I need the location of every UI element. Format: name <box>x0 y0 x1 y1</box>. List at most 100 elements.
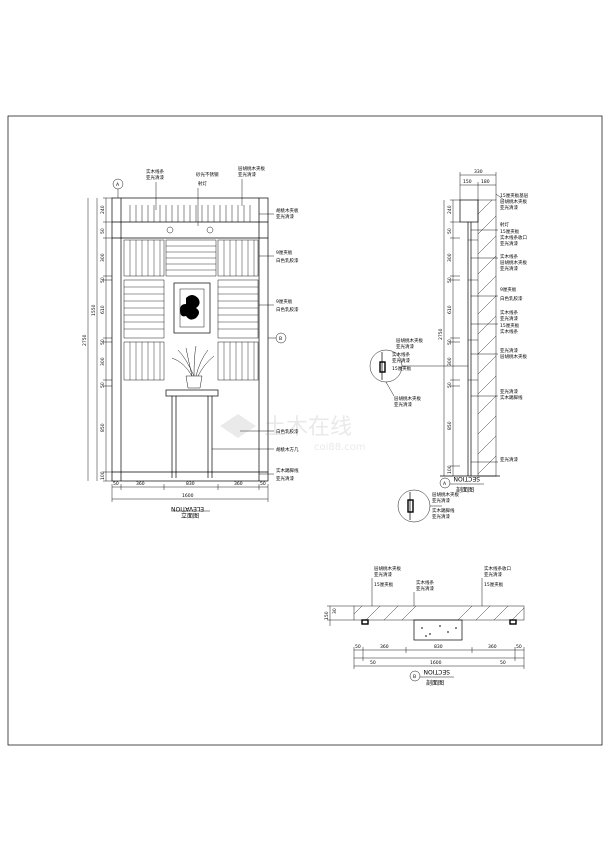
svg-text:亚光清漆: 亚光清漆 <box>500 456 518 463</box>
svg-text:实木踢脚线: 实木踢脚线 <box>500 394 523 401</box>
svg-text:射灯: 射灯 <box>500 221 509 228</box>
svg-text:亚光清漆: 亚光清漆 <box>146 174 164 181</box>
svg-text:剖面图: 剖面图 <box>456 486 474 494</box>
svg-text:100: 100 <box>447 465 453 474</box>
svg-text:亚光清漆: 亚光清漆 <box>500 347 518 354</box>
svg-text:层胡桃木夹板: 层胡桃木夹板 <box>238 165 265 172</box>
svg-text:15厘夹板: 15厘夹板 <box>392 365 412 372</box>
section-b-view: 150 30 层胡桃木夹板 亚光清漆 15厘夹板 实木线条 亚光清漆 实木线条收… <box>324 565 525 687</box>
svg-text:射灯: 射灯 <box>198 180 207 187</box>
svg-text:实木线条: 实木线条 <box>500 328 518 335</box>
svg-text:实木踢脚线: 实木踢脚线 <box>276 467 299 474</box>
svg-text:50: 50 <box>260 481 266 487</box>
artwork-frame <box>173 282 211 334</box>
svg-text:360: 360 <box>380 644 389 650</box>
svg-text:剖面图: 剖面图 <box>426 679 444 687</box>
louver-slats <box>124 240 258 380</box>
svg-text:亚光清漆: 亚光清漆 <box>500 204 518 211</box>
section-b-dims-bottom: 50 360 830 360 50 50 50 1600 <box>353 644 525 669</box>
svg-text:实木线条: 实木线条 <box>146 168 164 175</box>
svg-text:330: 330 <box>474 169 483 175</box>
svg-text:实木线条: 实木线条 <box>500 309 518 316</box>
top-band-lines <box>129 205 251 222</box>
svg-text:层胡桃木夹板: 层胡桃木夹板 <box>396 337 423 344</box>
svg-text:实木线条收口: 实木线条收口 <box>500 234 527 241</box>
svg-text:360: 360 <box>488 644 497 650</box>
artwork-mat <box>179 288 205 328</box>
svg-text:亚光清漆: 亚光清漆 <box>500 265 518 272</box>
svg-text:50: 50 <box>113 481 119 487</box>
artwork-flower <box>180 295 200 320</box>
section-a-view: 330 150 180 240 50 300 50 610 50 300 50 … <box>369 169 529 523</box>
svg-text:9厘夹板: 9厘夹板 <box>276 249 293 256</box>
svg-text:层胡桃木夹板: 层胡桃木夹板 <box>500 353 527 360</box>
section-b-callouts: 层胡桃木夹板 亚光清漆 15厘夹板 实木线条 亚光清漆 实木线条收口 亚光清漆 … <box>371 565 511 606</box>
svg-text:白色乳胶漆: 白色乳胶漆 <box>500 295 523 302</box>
svg-text:胡桃木夹板: 胡桃木夹板 <box>276 207 299 214</box>
svg-text:50: 50 <box>447 228 453 234</box>
svg-text:50: 50 <box>447 339 453 345</box>
svg-text:150: 150 <box>324 611 330 620</box>
spotlight-right <box>206 226 214 234</box>
svg-text:240: 240 <box>447 205 453 214</box>
svg-text:180: 180 <box>481 179 490 185</box>
wall-hatching <box>477 199 497 475</box>
svg-text:2750: 2750 <box>438 328 444 340</box>
svg-text:300: 300 <box>447 253 453 262</box>
svg-text:层胡桃木夹板: 层胡桃木夹板 <box>374 565 401 572</box>
louver-panels <box>123 239 259 381</box>
svg-text:B: B <box>279 336 282 342</box>
svg-text:15厘夹板: 15厘夹板 <box>500 322 520 329</box>
svg-text:610: 610 <box>447 305 453 314</box>
svg-text:50: 50 <box>500 660 506 666</box>
sheet-border <box>7 115 603 746</box>
svg-text:亚光清漆: 亚光清漆 <box>276 213 294 220</box>
svg-text:830: 830 <box>186 481 195 487</box>
svg-text:300: 300 <box>100 357 106 366</box>
svg-text:白色乳胶漆: 白色乳胶漆 <box>276 428 299 435</box>
svg-text:胡桃木方几: 胡桃木方几 <box>276 446 299 453</box>
section-a-dims-top: 330 150 180 <box>459 169 497 200</box>
svg-text:240: 240 <box>100 205 106 214</box>
svg-text:50: 50 <box>100 382 106 388</box>
slab <box>353 605 525 621</box>
svg-text:立面图: 立面图 <box>181 512 199 520</box>
svg-text:层胡桃木夹板: 层胡桃木夹板 <box>394 395 421 402</box>
elevation-dims-bottom: 50 360 830 360 50 1600 <box>111 481 269 502</box>
svg-text:实木线条: 实木线条 <box>500 253 518 260</box>
svg-text:100: 100 <box>100 471 106 480</box>
elevation-view: A B 实木线条 亚光清漆 砂光不锈钢 射灯 层胡桃木夹板 亚光清漆 胡桃木夹板… <box>82 165 299 520</box>
section-a-detail-2: 层胡桃木夹板 亚光清漆 实木踢脚线 亚光清漆 <box>397 489 459 523</box>
svg-text:9厘夹板: 9厘夹板 <box>500 286 517 293</box>
svg-text:15厘夹板: 15厘夹板 <box>500 228 520 235</box>
watermark-logo-icon <box>220 414 256 438</box>
svg-text:SECTION: SECTION <box>454 475 480 482</box>
console-table <box>165 389 219 478</box>
svg-text:土木在线: 土木在线 <box>264 415 352 440</box>
svg-text:15厘夹板基层: 15厘夹板基层 <box>500 192 529 199</box>
svg-text:50: 50 <box>100 228 106 234</box>
svg-text:30: 30 <box>332 608 338 614</box>
svg-text:层胡桃木夹板: 层胡桃木夹板 <box>500 259 527 266</box>
elevation-callouts-top: 实木线条 亚光清漆 砂光不锈钢 射灯 层胡桃木夹板 亚光清漆 <box>146 165 265 226</box>
svg-text:A: A <box>443 481 447 487</box>
elevation-title: ELEVATION 立面图 <box>171 505 210 520</box>
svg-text:实木线条: 实木线条 <box>392 351 410 358</box>
svg-text:亚光清漆: 亚光清漆 <box>432 513 450 520</box>
svg-text:亚光清漆: 亚光清漆 <box>416 585 434 592</box>
watermark: 土木在线 coi88.com <box>220 414 366 453</box>
wall-section <box>477 199 497 477</box>
svg-text:830: 830 <box>434 644 443 650</box>
svg-text:50: 50 <box>355 644 361 650</box>
svg-text:亚光清漆: 亚光清漆 <box>432 497 450 504</box>
svg-text:白色乳胶漆: 白色乳胶漆 <box>276 306 299 313</box>
elevation-callouts-right: 胡桃木夹板 亚光清漆 9厘夹板 白色乳胶漆 9厘夹板 白色乳胶漆 白色乳胶漆 胡… <box>212 207 299 482</box>
svg-text:300: 300 <box>100 253 106 262</box>
svg-text:砂光不锈钢: 砂光不锈钢 <box>196 171 219 178</box>
section-b-title: B SECTION 剖面图 <box>409 668 454 687</box>
svg-text:50: 50 <box>370 660 376 666</box>
spotlight-left <box>166 226 174 234</box>
table-base <box>413 619 463 641</box>
svg-text:实木踢脚线: 实木踢脚线 <box>432 507 455 514</box>
